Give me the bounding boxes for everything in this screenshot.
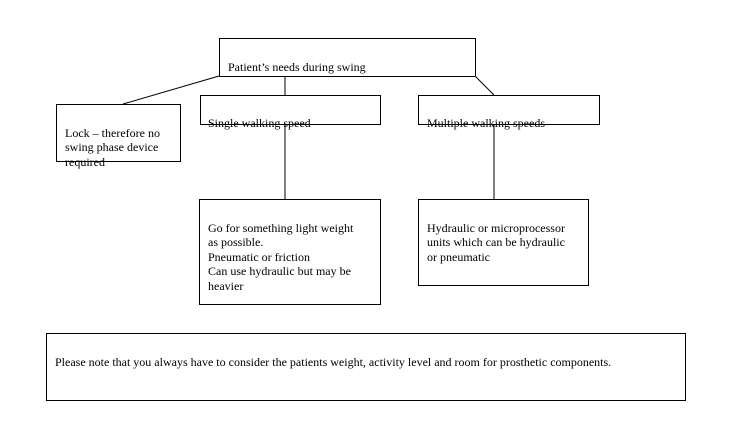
node-multiple-walking-speeds: Multiple walking speeds xyxy=(418,95,600,130)
node-multiple-detail: Hydraulic or microprocessor units which … xyxy=(418,199,589,286)
edge-root-to-lock xyxy=(122,75,220,105)
node-single-detail: Go for something light weight as possibl… xyxy=(199,199,381,305)
node-lock: Lock – therefore no swing phase device r… xyxy=(56,104,181,169)
node-single-walking-speed: Single walking speed xyxy=(200,95,381,130)
root-node-label: Patient’s needs during swing xyxy=(228,59,366,74)
node-multiple-label: Multiple walking speeds xyxy=(427,115,545,130)
node-lock-label: Lock – therefore no swing phase device r… xyxy=(65,125,160,169)
note-text: Please note that you always have to cons… xyxy=(55,354,612,369)
root-node: Patient’s needs during swing xyxy=(219,38,476,77)
edge-root-to-multiple xyxy=(474,75,495,96)
node-multiple-detail-label: Hydraulic or microprocessor units which … xyxy=(427,220,565,264)
node-single-detail-label: Go for something light weight as possibl… xyxy=(208,220,354,293)
note-box: Please note that you always have to cons… xyxy=(46,333,686,401)
node-single-label: Single walking speed xyxy=(208,115,311,130)
